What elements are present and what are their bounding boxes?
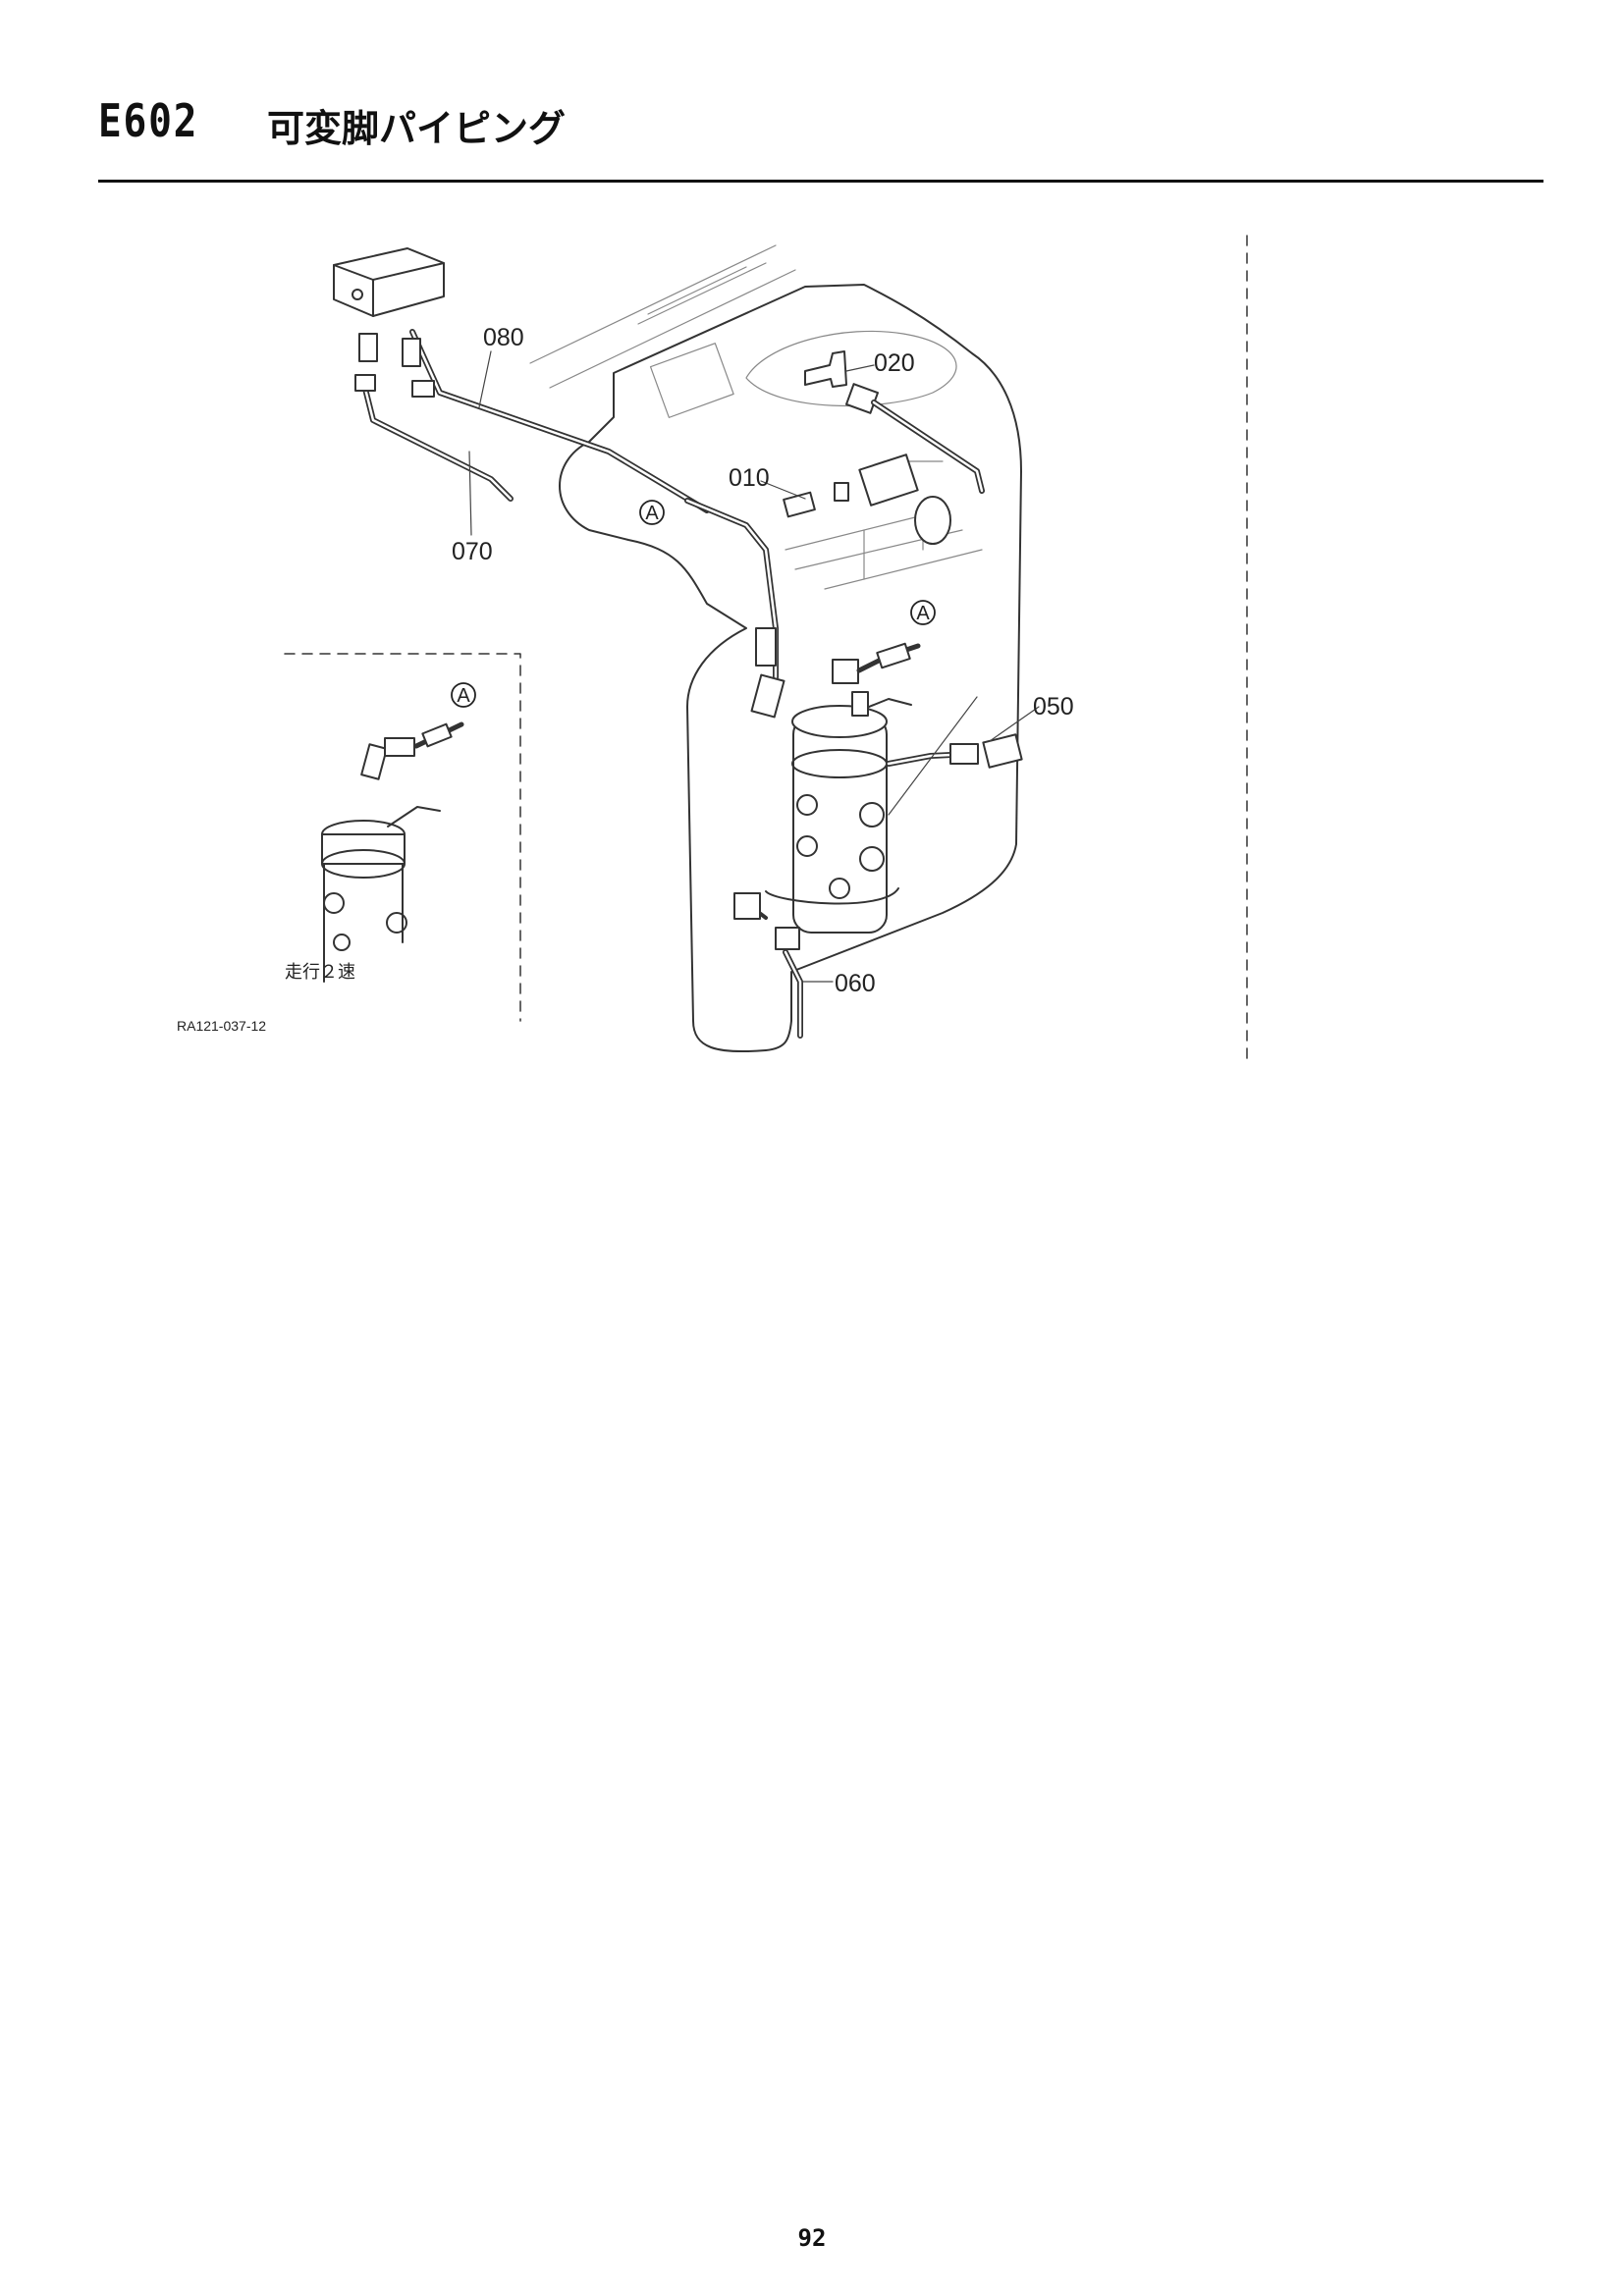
connector-a-2: A	[910, 600, 936, 625]
connector-a-2-label: A	[916, 603, 930, 624]
callout-020: 020	[874, 349, 915, 377]
leader-lines	[468, 350, 1040, 983]
callout-010: 010	[729, 464, 770, 492]
control-valve-block	[333, 247, 445, 398]
connector-a-3-label: A	[457, 685, 470, 707]
tank-outline	[559, 284, 1022, 1053]
fitting-010	[783, 454, 951, 545]
swivel-joint	[765, 691, 912, 934]
swivel-fittings	[733, 627, 921, 950]
elbow-020	[804, 350, 985, 494]
page-header: E602 可変脚パイピング	[98, 94, 1532, 153]
callout-080: 080	[483, 324, 524, 351]
section-code: E602	[98, 94, 199, 147]
page-number: 92	[797, 2224, 827, 2252]
section-title: 可変脚パイピング	[267, 107, 567, 150]
header-rule	[98, 180, 1543, 183]
connector-a-1-label: A	[645, 503, 659, 524]
callout-070: 070	[452, 538, 493, 565]
piping-diagram-svg: A A A 080 070 010 020 050 060 走行２速 RA121…	[177, 235, 1248, 1063]
inset-note: 走行２速	[285, 962, 355, 983]
fitting-050	[949, 733, 1023, 769]
drawing-number: RA121-037-12	[177, 1018, 266, 1034]
callout-060: 060	[835, 970, 876, 997]
piping-diagram: A A A 080 070 010 020 050 060 走行２速 RA121…	[0, 0, 1624, 1080]
callout-050: 050	[1033, 693, 1074, 721]
inset-swivel-detail	[321, 721, 464, 983]
inset-border	[284, 653, 521, 1022]
pipe-070	[361, 382, 514, 502]
connector-a-1: A	[639, 500, 665, 525]
connector-a-3: A	[451, 682, 476, 708]
